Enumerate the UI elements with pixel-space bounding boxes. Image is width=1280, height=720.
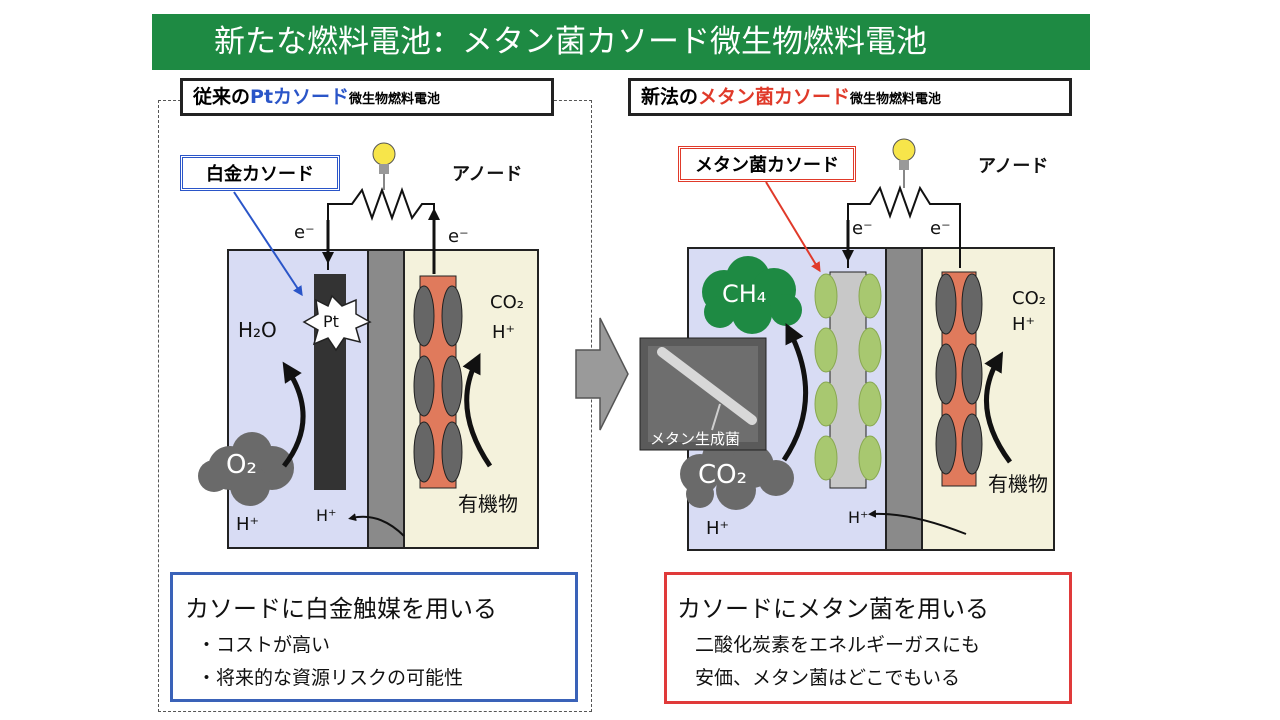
right-cathode-curve-arrow <box>781 323 808 462</box>
right-membrane <box>885 247 923 551</box>
transition-arrow-icon <box>575 317 629 431</box>
right-header-suffix: 微生物燃料電池 <box>850 92 942 107</box>
right-ch4-cloud <box>702 256 802 334</box>
left-summary-title: カソードに白金触媒を用いる <box>185 595 497 623</box>
left-summary-line-1: ・コストが高い <box>197 634 331 656</box>
left-anode-label: アノード <box>452 164 523 185</box>
right-summary-box: カソードにメタン菌を用いる 二酸化炭素をエネルギーガスにも 安価、メタン菌はどこ… <box>664 572 1072 704</box>
right-methane-label: CH₄ <box>722 280 767 308</box>
right-proton-right: H⁺ <box>1012 314 1036 335</box>
left-water-label: H₂O <box>238 318 277 342</box>
left-electron-label-left: e⁻ <box>294 222 315 243</box>
right-summary-title: カソードにメタン菌を用いる <box>677 595 989 623</box>
left-pt-label: Pt <box>323 312 339 331</box>
right-organic-label: 有機物 <box>988 472 1048 496</box>
right-cathode-label: メタン菌カソード <box>678 146 856 182</box>
right-circuit-wire <box>847 185 961 268</box>
right-electron-label-right: e⁻ <box>930 218 951 239</box>
right-header-highlight: メタン菌カソード <box>698 86 851 108</box>
left-cell <box>198 142 539 549</box>
right-co2-left-label: CO₂ <box>698 460 748 490</box>
right-pointer-line <box>765 181 821 273</box>
left-proton-middle: H⁺ <box>316 506 337 525</box>
right-proton-bottom-left: H⁺ <box>706 518 730 539</box>
left-membrane <box>367 249 405 549</box>
left-pointer-line <box>233 191 303 297</box>
left-header: 従来のPtカソード微生物燃料電池 <box>180 78 554 116</box>
left-proton-right: H⁺ <box>492 322 516 343</box>
right-proton-arrow <box>868 509 967 535</box>
right-photo-caption: メタン生成菌 <box>650 430 741 448</box>
left-electron-label-right: e⁻ <box>448 226 469 247</box>
right-electron-label-left: e⁻ <box>852 218 873 239</box>
left-header-highlight: Ptカソード <box>250 86 350 108</box>
right-summary-line-1: 二酸化炭素をエネルギーガスにも <box>695 634 981 656</box>
left-summary-line-2: ・将来的な資源リスクの可能性 <box>197 667 464 689</box>
left-co2-right: CO₂ <box>490 292 524 313</box>
left-organic-label: 有機物 <box>458 492 518 516</box>
methanogen-photo <box>639 337 767 451</box>
left-anode-curve-arrow <box>462 353 493 468</box>
right-anode-curve-arrow <box>984 351 1013 464</box>
left-circuit-wire <box>327 187 435 270</box>
left-header-suffix: 微生物燃料電池 <box>349 92 441 107</box>
left-cathode-curve-arrow <box>282 361 306 468</box>
left-pt-starburst <box>302 294 372 352</box>
left-cathode-label: 白金カソード <box>180 155 340 191</box>
left-oxygen-label: O₂ <box>226 450 257 480</box>
right-anode-label: アノード <box>978 156 1049 177</box>
right-co2-right: CO₂ <box>1012 288 1046 309</box>
right-header-prefix: 新法の <box>641 86 699 108</box>
left-bulb-icon <box>372 142 396 190</box>
right-summary-line-2: 安価、メタン菌はどこでもいる <box>695 667 961 689</box>
right-co2-cloud <box>680 436 794 510</box>
right-proton-middle: H⁺ <box>848 508 869 527</box>
left-anode-bacteria <box>413 285 463 483</box>
right-anode-bacteria <box>935 273 983 475</box>
left-proton-bottom-left: H⁺ <box>236 514 260 535</box>
right-cell <box>639 138 1055 551</box>
right-header: 新法のメタン菌カソード微生物燃料電池 <box>628 78 1072 116</box>
left-header-prefix: 従来の <box>193 86 251 108</box>
left-summary-box: カソードに白金触媒を用いる ・コストが高い ・将来的な資源リスクの可能性 <box>170 572 578 702</box>
page-title: 新たな燃料電池：メタン菌カソード微生物燃料電池 <box>152 14 1090 70</box>
left-proton-arrow <box>348 513 405 537</box>
right-cathode-bacteria <box>814 273 882 481</box>
left-o2-cloud <box>198 432 294 506</box>
right-bulb-icon <box>892 138 916 188</box>
